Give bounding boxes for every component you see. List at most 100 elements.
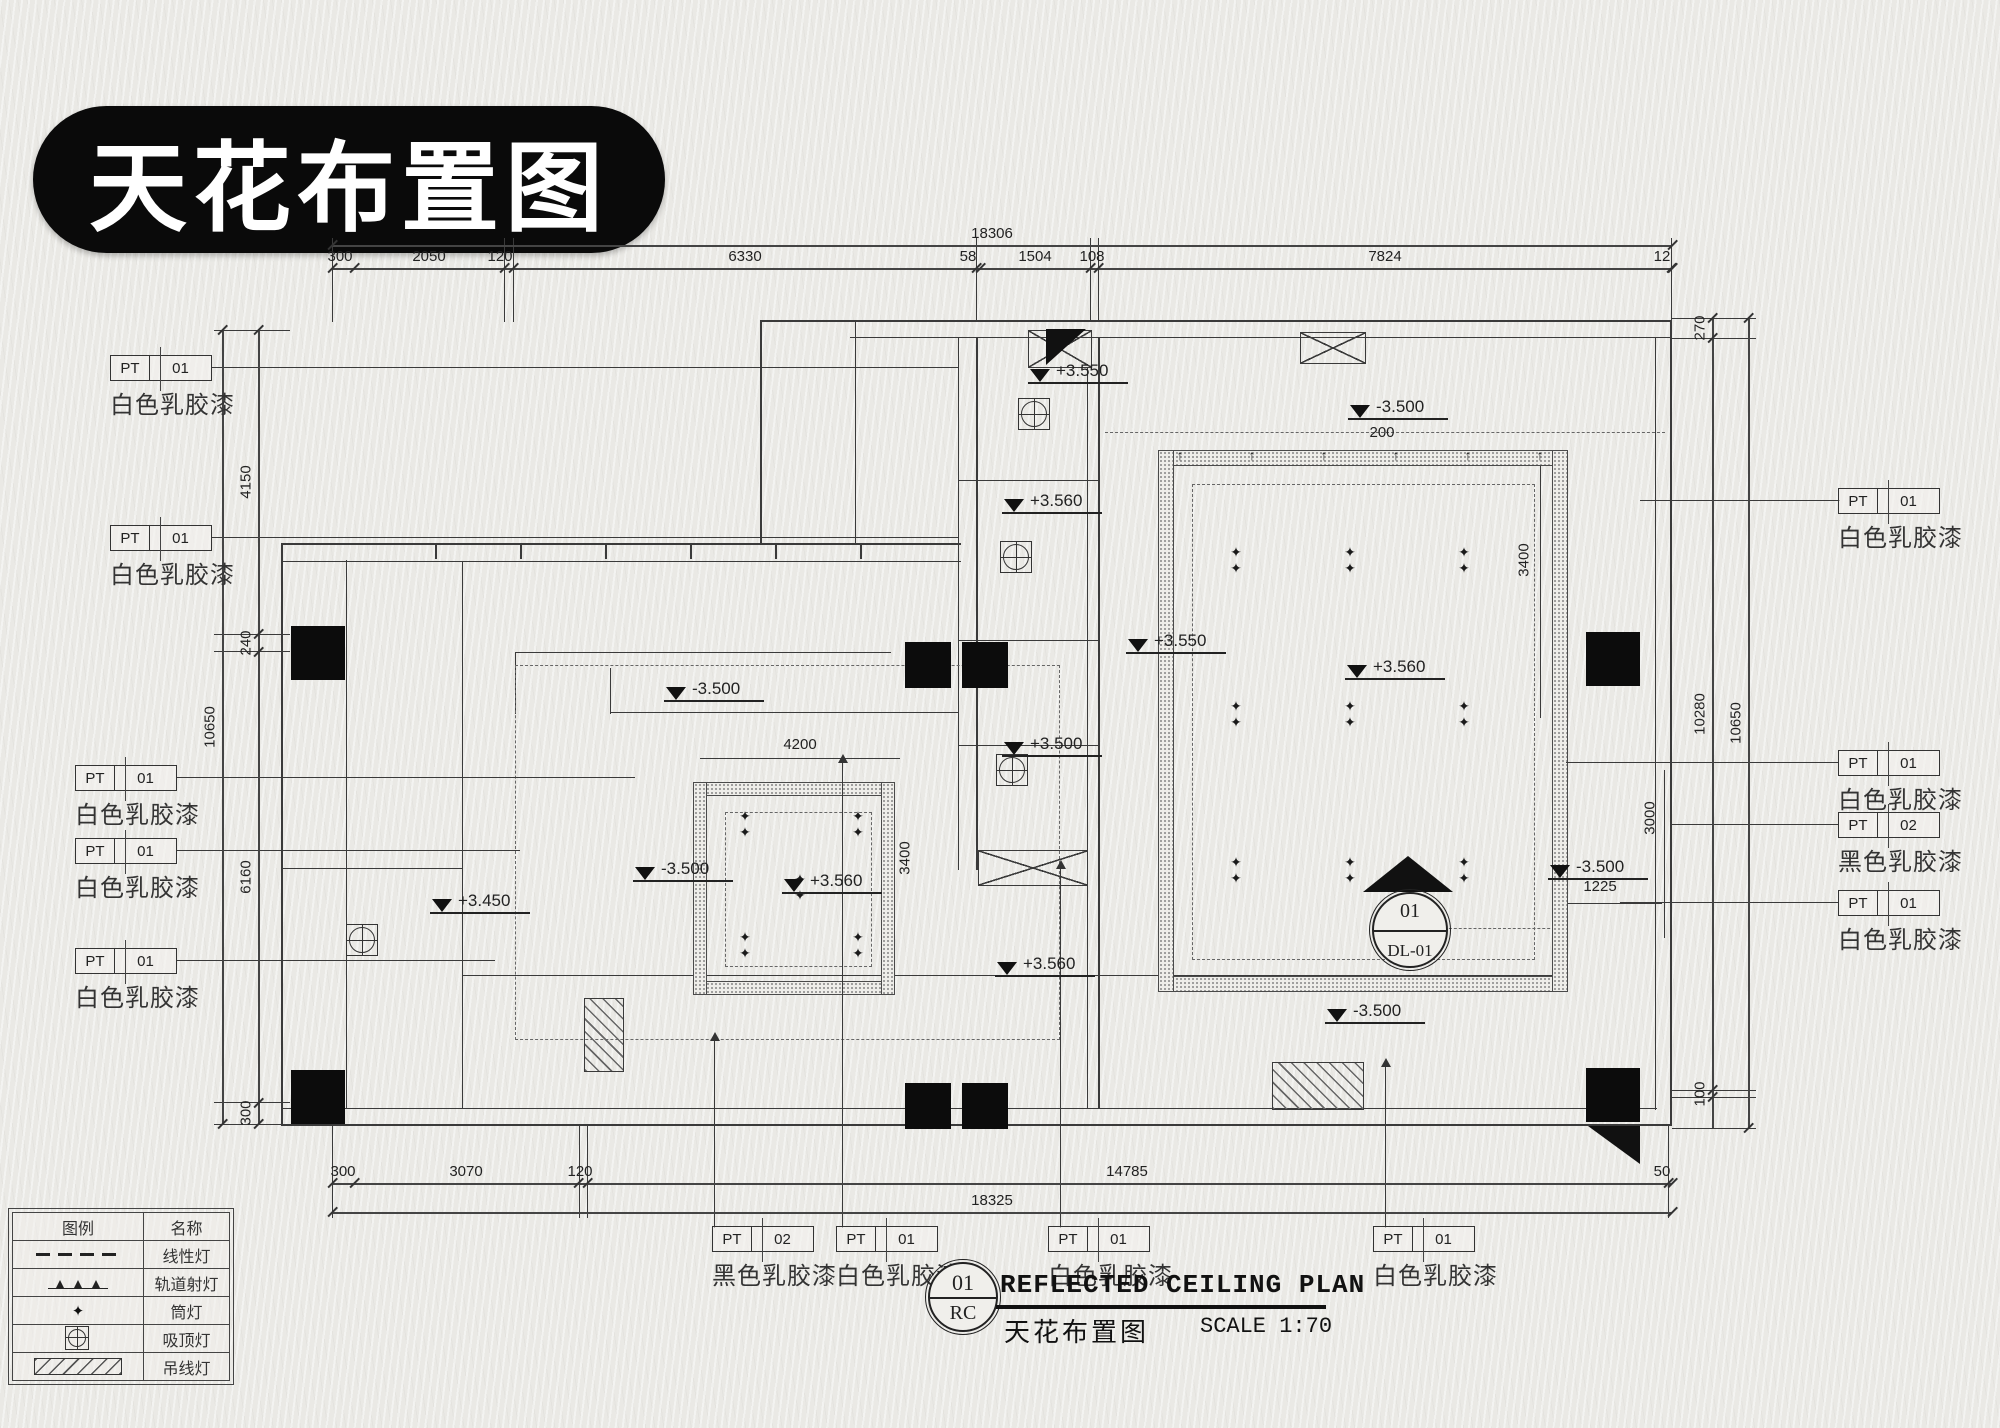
legend-table: 图例名称线性灯轨道射灯✦筒灯吸顶灯吊线灯 [8,1208,234,1385]
wall-line [332,238,333,322]
dimension-text: 10280 [1691,693,1709,735]
pendant-light-icon [34,1358,122,1375]
wall-line [281,543,961,545]
legend-symbol-cell [13,1325,144,1352]
material-name: 白色乳胶漆 [75,985,200,1012]
downlight-icon: ✦ [1230,870,1242,886]
material-tag-code: 01 [137,769,154,787]
elevation-value: -3.500 [1376,397,1425,416]
wall-stipple-band [693,782,707,995]
wall-line [976,238,977,322]
elevation-triangle-icon [1030,369,1050,382]
legend-row: 吊线灯 [13,1352,229,1380]
dimension-text: 10650 [1727,702,1745,744]
track-spotlight-icon: ↑ [1320,447,1328,463]
downlight-icon: ✦ [1344,870,1356,886]
downlight-icon: ✦ [739,824,751,840]
wall-line [346,560,347,1108]
material-name: 白色乳胶漆 [1838,927,1963,954]
material-tag-code: 01 [172,529,189,547]
linear-light-tick [520,545,522,559]
downlight-icon: ✦ [1344,560,1356,576]
wall-line [855,320,856,545]
legend-row: 吸顶灯 [13,1324,229,1352]
dimension-text: 3070 [449,1163,483,1180]
elevation-line [1348,418,1448,420]
wall-line [214,1124,290,1125]
material-tag-pin [1888,480,1889,524]
elevation-triangle-icon [1327,1009,1347,1022]
material-name: 白色乳胶漆 [1373,1263,1498,1290]
material-name: 黑色乳胶漆 [1838,849,1963,876]
material-tag-code: 02 [1900,816,1917,834]
hatched-opening [584,998,624,1072]
elevation-line [1002,755,1102,757]
wall-line [214,634,290,635]
wall-line [1087,367,1088,1108]
dimension-text: 300 [327,248,353,265]
legend-row: 线性灯 [13,1240,229,1268]
material-tag-code: 01 [1900,492,1917,510]
dimension-text: 6330 [728,248,762,265]
dimension-text: 3000 [1641,801,1659,835]
leader-line [1640,500,1840,501]
leader-line [177,960,495,961]
elevation-triangle-icon [666,687,686,700]
column-block [291,626,345,680]
downlight-icon: ✦ [1230,714,1242,730]
material-tag-pin [1888,742,1889,786]
downlight-icon: ✦ [1458,698,1470,714]
wall-stipple-band [1158,976,1568,992]
ceiling-lamp-icon [65,1325,91,1352]
dimension-line [332,268,1672,270]
elevation-value: +3.560 [1023,954,1076,973]
column-block [905,1083,951,1129]
dimension-text: 10650 [201,706,219,748]
material-name: 白色乳胶漆 [1048,1263,1173,1290]
dimension-text: 4150 [237,465,255,499]
elevation-triangle-icon [997,962,1017,975]
legend-name-cell: 线性灯 [162,1248,211,1266]
downlight-icon: ✦ [1458,544,1470,560]
elevation-value: +3.500 [1030,734,1083,753]
dashed-ceiling-outline [725,812,872,967]
legend-symbol-cell [13,1269,144,1296]
elevation-triangle-icon [784,879,804,892]
downlight-icon: ✦ [1458,870,1470,886]
wall-line [332,1126,333,1218]
linear-light-tick [690,545,692,559]
elevation-line [995,975,1095,977]
wall-line [610,668,611,714]
dimension-text: 300 [330,1163,356,1180]
detail-number: 01 [1400,900,1420,922]
legend-symbol-cell: ✦ [13,1297,144,1324]
material-tag-pin [1098,1218,1099,1262]
elevation-triangle-icon [1004,742,1024,755]
downlight-icon: ✦ [852,945,864,961]
wall-line [958,480,1099,481]
dimension-text: 300 [237,1100,255,1126]
drawing-title-cn: 天花布置图 [1004,1317,1150,1347]
elevation-line [430,912,530,914]
elevation-triangle-icon [432,899,452,912]
wall-line [700,758,900,759]
column-block [905,642,951,688]
material-tag-prefix: PT [76,949,115,973]
linear-light-tick [435,545,437,559]
material-tag-pin [1423,1218,1424,1262]
leader-line [212,367,958,368]
material-tag-pin [125,830,126,874]
legend-symbol-cell: 图例 [13,1213,144,1240]
drawing-title-en: REFLECTED CEILING PLAN [1000,1270,1366,1300]
dimension-text: 200 [1369,424,1395,441]
dimension-text: 270 [1691,315,1709,341]
